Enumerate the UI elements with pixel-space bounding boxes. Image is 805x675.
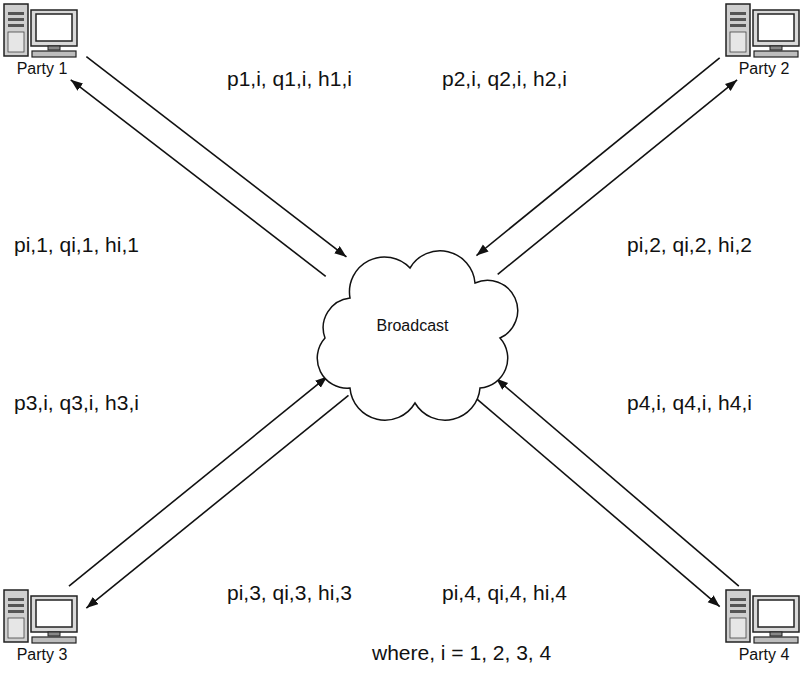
- drive-bay: [8, 24, 24, 27]
- monitor-frame: [31, 10, 77, 46]
- edge-label: pi,4, qi,4, hi,4: [440, 580, 569, 605]
- drive-bay: [730, 18, 746, 21]
- computer-icon: [0, 2, 80, 60]
- drive-bay: [8, 604, 24, 607]
- party-label: Party 1: [0, 60, 84, 78]
- keyboard: [754, 637, 798, 643]
- data-arrow: [86, 395, 348, 608]
- computer-node: Party 3: [0, 588, 84, 664]
- computer-icon: [0, 588, 80, 646]
- tower-panel: [8, 618, 24, 638]
- tower-case: [726, 590, 750, 642]
- party-label: Party 4: [722, 646, 805, 664]
- edge-label: p4,i, q4,i, h4,i: [625, 390, 754, 415]
- drive-bay: [730, 610, 746, 613]
- keyboard: [32, 637, 76, 643]
- monitor-stand: [770, 632, 782, 636]
- computer-node: Party 1: [0, 2, 84, 78]
- drive-bay: [8, 18, 24, 21]
- drive-bay: [730, 598, 746, 601]
- edge-label: pi,2, qi,2, hi,2: [625, 232, 754, 257]
- computer-node: Party 4: [722, 588, 805, 664]
- party-label: Party 3: [0, 646, 84, 664]
- data-arrow: [474, 397, 719, 607]
- computer-node: Party 2: [722, 2, 805, 78]
- edge-label: pi,3, qi,3, hi,3: [225, 580, 354, 605]
- computer-icon: [722, 2, 802, 60]
- connector-group: [69, 57, 739, 609]
- drive-bay: [8, 598, 24, 601]
- computer-icon: [722, 588, 802, 646]
- tower-panel: [8, 32, 24, 52]
- edge-label: p2,i, q2,i, h2,i: [440, 66, 569, 91]
- monitor-stand: [770, 46, 782, 50]
- index-note: where, i = 1, 2, 3, 4: [372, 640, 551, 665]
- broadcast-cloud: Broadcast: [300, 228, 525, 423]
- drive-bay: [8, 12, 24, 15]
- tower-panel: [730, 618, 746, 638]
- drive-bay: [8, 610, 24, 613]
- drive-bay: [730, 24, 746, 27]
- keyboard: [32, 51, 76, 57]
- monitor-frame: [31, 596, 77, 632]
- tower-case: [726, 4, 750, 56]
- monitor-screen: [36, 600, 72, 627]
- keyboard: [754, 51, 798, 57]
- monitor-screen: [758, 600, 794, 627]
- tower-case: [4, 4, 28, 56]
- cloud-outline: [317, 251, 517, 420]
- drive-bay: [730, 12, 746, 15]
- party-label: Party 2: [722, 60, 805, 78]
- monitor-stand: [48, 46, 60, 50]
- edge-label: p3,i, q3,i, h3,i: [12, 390, 141, 415]
- monitor-screen: [758, 14, 794, 41]
- tower-case: [4, 590, 28, 642]
- monitor-stand: [48, 632, 60, 636]
- monitor-frame: [753, 596, 799, 632]
- edge-label: pi,1, qi,1, hi,1: [12, 232, 141, 257]
- drive-bay: [730, 604, 746, 607]
- edge-label: p1,i, q1,i, h1,i: [225, 66, 354, 91]
- cloud-label: Broadcast: [376, 317, 448, 335]
- monitor-screen: [36, 14, 72, 41]
- tower-panel: [730, 32, 746, 52]
- monitor-frame: [753, 10, 799, 46]
